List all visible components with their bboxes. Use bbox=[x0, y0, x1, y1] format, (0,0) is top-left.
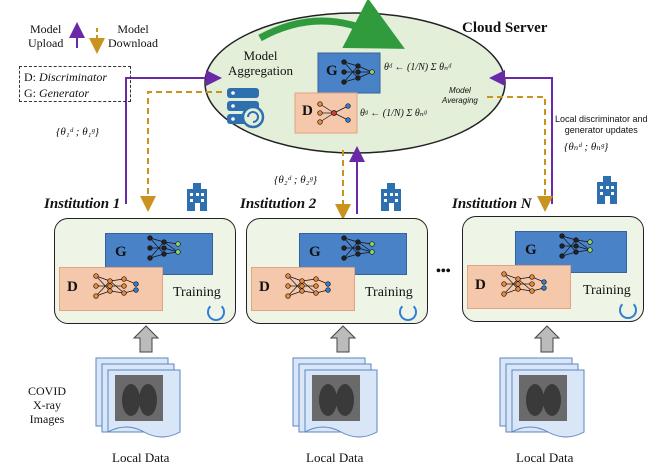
inst1-title: Institution 1 bbox=[44, 196, 121, 212]
inst1-upload-arrow bbox=[125, 70, 222, 204]
model-aggregation-label: Model Aggregation bbox=[228, 48, 293, 78]
inst1-training-label: Training bbox=[173, 285, 221, 300]
instN-upload-arrow bbox=[489, 70, 553, 204]
xray-stack-n bbox=[499, 357, 585, 438]
cloud-g-label: G bbox=[326, 63, 338, 79]
inst1-g-label: G bbox=[115, 244, 127, 260]
cloud-g-network-icon bbox=[341, 59, 375, 85]
data-arrow-2 bbox=[329, 325, 357, 353]
instN-local-data: Local Data bbox=[516, 450, 574, 465]
inst1-params: {θ₁ᵈ ; θ₁ᵍ} bbox=[56, 126, 99, 138]
legend-download-label: Model Download bbox=[108, 22, 158, 50]
institutions-ellipsis: ••• bbox=[436, 264, 451, 279]
instN-box: G D Training bbox=[462, 216, 644, 322]
inst2-local-data: Local Data bbox=[306, 450, 364, 465]
update-note: Local discriminator and generator update… bbox=[555, 114, 648, 135]
inst2-params: {θ₂ᵈ ; θ₂ᵍ} bbox=[274, 174, 317, 186]
legend-g-row: G: Generator bbox=[24, 85, 126, 101]
instN-title: Institution N bbox=[452, 196, 532, 212]
inst1-refresh-icon bbox=[207, 303, 225, 321]
inst1-box: G D Training bbox=[54, 218, 236, 324]
data-arrow-1 bbox=[132, 325, 160, 353]
xray-stack-1 bbox=[95, 357, 181, 438]
instN-download-arrow bbox=[487, 96, 553, 212]
formula-g: θᵍ ← (1/N) Σ θₙᵍ bbox=[360, 108, 427, 119]
hospital-icon-n bbox=[597, 176, 617, 204]
formula-d: θᵈ ← (1/N) Σ θₙᵈ bbox=[384, 62, 452, 73]
legend-g-prefix: G: bbox=[24, 86, 39, 100]
legend-box: D: Discriminator G: Generator bbox=[19, 66, 131, 102]
xray-stack-2 bbox=[292, 357, 378, 438]
inst2-title: Institution 2 bbox=[240, 196, 317, 212]
model-averaging-label: Model Averaging bbox=[442, 86, 478, 105]
inst2-refresh-icon bbox=[399, 303, 417, 321]
instN-d-label: D bbox=[475, 277, 486, 293]
inst1-local-data: Local Data bbox=[112, 450, 170, 465]
server-icon bbox=[227, 88, 265, 129]
inst2-training-label: Training bbox=[365, 285, 413, 300]
instN-g-label: G bbox=[525, 242, 537, 258]
inst2-box: G D Training bbox=[246, 218, 428, 324]
inst2-d-label: D bbox=[259, 279, 270, 295]
covid-xray-label: COVID X-ray Images bbox=[28, 384, 66, 426]
legend-d-prefix: D: bbox=[24, 70, 39, 84]
inst1-d-label: D bbox=[67, 279, 78, 295]
legend-d-name: Discriminator bbox=[39, 70, 108, 84]
hospital-icon-2 bbox=[381, 183, 401, 211]
legend-g-name: Generator bbox=[39, 86, 89, 100]
instN-training-label: Training bbox=[583, 283, 631, 298]
cloud-d-network-icon bbox=[317, 101, 351, 125]
inst1-download-arrow bbox=[140, 91, 222, 212]
hospital-icon-1 bbox=[187, 183, 207, 211]
inst2-g-label: G bbox=[309, 244, 321, 260]
instN-params: {θₙᵈ ; θₙᵍ} bbox=[564, 141, 609, 153]
data-arrow-n bbox=[533, 325, 561, 353]
legend-d-row: D: Discriminator bbox=[24, 69, 126, 85]
aggregation-curved-arrow bbox=[258, 0, 405, 49]
cloud-server-title: Cloud Server bbox=[462, 20, 548, 36]
instN-refresh-icon bbox=[619, 301, 637, 319]
cloud-d-label: D bbox=[302, 103, 313, 119]
legend-upload-label: Model Upload bbox=[28, 22, 64, 50]
